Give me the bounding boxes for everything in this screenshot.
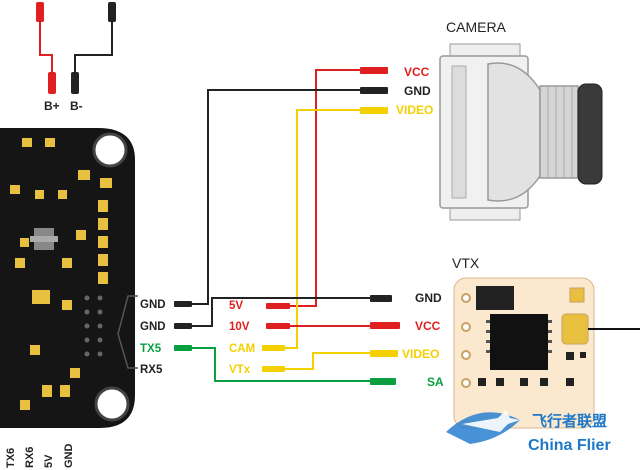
camera: CAMERA bbox=[439, 19, 603, 221]
battery-negative-label: B- bbox=[70, 99, 83, 113]
battery-negative-terminal bbox=[108, 2, 116, 22]
fc-bottom-pin-label: GND bbox=[63, 444, 75, 469]
connector bbox=[262, 366, 285, 372]
vtx-title: VTX bbox=[452, 255, 480, 271]
fc-pin-label: GND bbox=[140, 321, 166, 333]
fc-pin-label: TX5 bbox=[140, 343, 162, 355]
watermark: 飞行者联盟 China Flier bbox=[446, 410, 611, 454]
fc-middle-pins: 5V 10V CAM VTx bbox=[229, 300, 255, 376]
vtx-pin-label: GND bbox=[415, 291, 442, 305]
connector bbox=[360, 87, 388, 94]
vtx-pad-top bbox=[569, 287, 585, 303]
connector bbox=[370, 322, 400, 329]
vtx-pin-label: VCC bbox=[415, 319, 441, 333]
middle-pin-label: CAM bbox=[229, 343, 255, 355]
vtx-antenna-pad bbox=[561, 313, 589, 345]
fc-pads bbox=[10, 138, 112, 410]
camera-pin-label: VIDEO bbox=[396, 103, 433, 117]
vtx: VTX bbox=[452, 255, 640, 429]
battery-positive-terminal bbox=[36, 2, 44, 22]
connector bbox=[266, 323, 290, 329]
fc-pin-label: GND bbox=[140, 299, 166, 311]
watermark-cn: 飞行者联盟 bbox=[532, 412, 607, 430]
fc-board bbox=[0, 128, 135, 428]
fc-side-connectors bbox=[174, 301, 192, 351]
middle-pin-label: 10V bbox=[229, 321, 250, 333]
connector bbox=[370, 295, 392, 302]
camera-lens-housing bbox=[487, 62, 541, 202]
camera-pin-label: VCC bbox=[404, 65, 430, 79]
connector bbox=[174, 323, 192, 329]
vtx-crystal bbox=[476, 286, 514, 310]
vtx-pin-label: VIDEO bbox=[402, 347, 439, 361]
connector bbox=[370, 378, 396, 385]
camera-side-plate bbox=[451, 65, 467, 199]
fc-middle-connectors bbox=[262, 303, 290, 372]
fc-bottom-pins: TX6 RX6 5V GND bbox=[5, 444, 75, 469]
camera-pin-label: GND bbox=[404, 84, 431, 98]
fc-bottom-pin-label: TX6 bbox=[5, 448, 17, 468]
connector bbox=[174, 301, 192, 307]
vtx-mount-holes bbox=[461, 293, 471, 388]
middle-pin-label: VTx bbox=[229, 364, 251, 376]
vtx-components bbox=[478, 352, 586, 386]
wire-cam-camera-video bbox=[285, 109, 360, 349]
vtx-chip bbox=[490, 314, 548, 370]
middle-pin-label: 5V bbox=[229, 300, 243, 312]
connector bbox=[360, 107, 388, 114]
battery-leads: B+ B- bbox=[36, 2, 116, 113]
fc-bottom-pin-label: RX6 bbox=[24, 447, 36, 468]
connector bbox=[174, 345, 192, 351]
camera-pins: VCC GND VIDEO bbox=[360, 65, 433, 117]
watermark-en: China Flier bbox=[528, 437, 611, 454]
fc-chip-tab bbox=[30, 236, 58, 242]
camera-bracket-top bbox=[449, 43, 521, 57]
wire-gnd-vtx-gnd bbox=[192, 297, 370, 327]
fc-header-dots bbox=[84, 295, 103, 357]
wire-vtx-video bbox=[285, 352, 370, 370]
battery-positive-plug bbox=[48, 72, 56, 94]
battery-negative-wire bbox=[74, 20, 113, 75]
connector bbox=[262, 345, 285, 351]
vtx-pin-label: SA bbox=[427, 375, 444, 389]
camera-lens-front bbox=[577, 83, 603, 185]
camera-bracket-bottom bbox=[449, 207, 521, 221]
vtx-chip-pins bbox=[486, 320, 552, 353]
fc-bottom-pin-label: 5V bbox=[43, 454, 55, 468]
battery-positive-wire bbox=[39, 20, 53, 75]
fc-pin-bracket bbox=[117, 295, 138, 369]
wires bbox=[39, 20, 370, 382]
watermark-plane-icon bbox=[462, 410, 520, 432]
camera-lens-threads bbox=[547, 86, 573, 178]
battery-negative-plug bbox=[71, 72, 79, 94]
wire-gnd-camera-gnd bbox=[192, 89, 360, 305]
connector bbox=[370, 350, 398, 357]
battery-positive-label: B+ bbox=[44, 99, 60, 113]
flight-controller bbox=[0, 128, 138, 428]
camera-title: CAMERA bbox=[446, 19, 507, 35]
fc-side-pins: GND GND TX5 RX5 bbox=[140, 299, 166, 376]
connector bbox=[360, 67, 388, 74]
wire-tx5-sa bbox=[192, 347, 370, 382]
fc-pin-label: RX5 bbox=[140, 364, 163, 376]
fc-mount-hole-bottom bbox=[94, 386, 130, 422]
fc-mount-hole-top bbox=[92, 132, 128, 168]
connector bbox=[266, 303, 290, 309]
wire-5v-camera-vcc bbox=[290, 69, 360, 307]
vtx-pins: GND VCC VIDEO SA bbox=[370, 291, 444, 389]
